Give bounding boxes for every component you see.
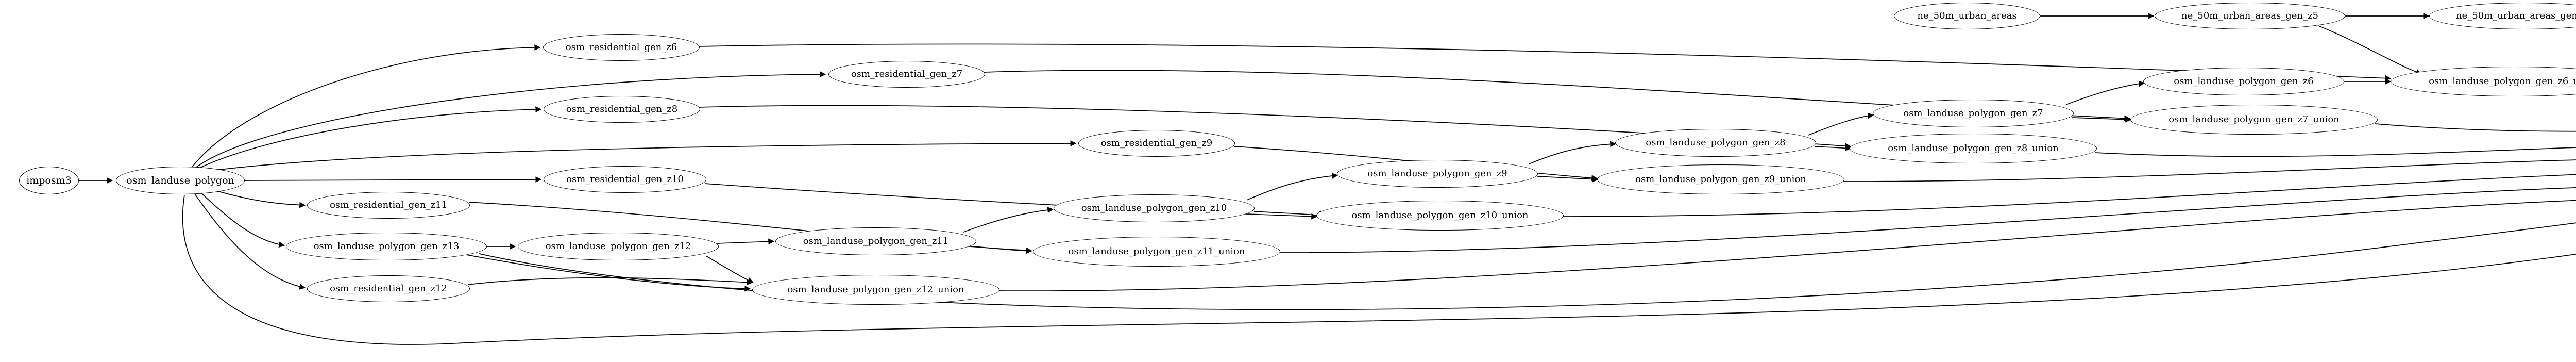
graph-node-osm-landuse-polygon-gen-z13[interactable]: osm_landuse_polygon_gen_z13 (286, 233, 487, 260)
graph-node-ne-50m-urban-areas-gen-z5[interactable]: ne_50m_urban_areas_gen_z5 (2155, 3, 2345, 29)
graph-node-osm-residential-gen-z7[interactable]: osm_residential_gen_z7 (828, 61, 985, 88)
graph-edge (698, 43, 2392, 81)
graph-edge (199, 140, 1077, 173)
graph-edge (998, 200, 2576, 291)
graph-node-label: osm_landuse_polygon_gen_z7_union (2168, 114, 2340, 125)
graph-node-osm-landuse-polygon-gen-z8-union[interactable]: osm_landuse_polygon_gen_z8_union (1850, 134, 2097, 163)
graph-edge (216, 190, 306, 208)
graph-node-osm-residential-gen-z6[interactable]: osm_residential_gen_z6 (543, 34, 700, 61)
graph-edge (245, 176, 542, 183)
graph-node-osm-landuse-polygon-gen-z10[interactable]: osm_landuse_polygon_gen_z10 (1054, 194, 1255, 222)
graph-edge (1529, 141, 1617, 164)
graph-node-osm-residential-gen-z8[interactable]: osm_residential_gen_z8 (544, 96, 700, 123)
graph-node-label: osm_landuse_polygon_gen_z8_union (1888, 143, 2059, 154)
graph-node-imposm3[interactable]: imposm3 (19, 167, 79, 194)
graph-edge (467, 277, 753, 286)
graph-edge (974, 246, 1032, 254)
graph-node-osm-landuse-polygon-gen-z7[interactable]: osm_landuse_polygon_gen_z7 (1873, 100, 2074, 127)
graph-edge (1246, 173, 1338, 201)
graph-edge (1278, 187, 2576, 253)
graph-node-label: osm_residential_gen_z8 (566, 104, 678, 114)
graph-edge (182, 194, 2576, 345)
graph-node-ne-50m-urban-areas[interactable]: ne_50m_urban_areas (1894, 3, 2040, 29)
graph-edge (200, 192, 285, 248)
graph-node-label: osm_residential_gen_z9 (1100, 138, 1213, 149)
graph-node-label: imposm3 (26, 174, 72, 186)
graph-node-label: osm_landuse_polygon_gen_z12 (545, 241, 691, 252)
graph-node-label: osm_landuse_polygon_gen_z13 (313, 241, 460, 252)
graph-edge (717, 238, 775, 245)
graph-node-osm-landuse-polygon-gen-z9[interactable]: osm_landuse_polygon_gen_z9 (1337, 160, 1538, 188)
graph-node-label: osm_residential_gen_z10 (566, 174, 684, 185)
graph-node-label: osm_landuse_polygon_gen_z6_union (2429, 76, 2576, 87)
graph-node-label: osm_landuse_polygon_gen_z12_union (787, 284, 964, 295)
graph-edge (1808, 112, 1874, 136)
graph-node-osm-landuse-polygon-gen-z12[interactable]: osm_landuse_polygon_gen_z12 (518, 233, 719, 260)
graph-node-osm-residential-gen-z11[interactable]: osm_residential_gen_z11 (307, 192, 470, 219)
graph-node-osm-landuse-polygon-gen-z9-union[interactable]: osm_landuse_polygon_gen_z9_union (1597, 164, 1844, 194)
graph-node-label: osm_landuse_polygon_gen_z8 (1646, 137, 1786, 148)
graph-edge (2065, 80, 2145, 105)
graph-node-label: osm_landuse_polygon_gen_z10_union (1351, 210, 1529, 221)
graph-node-label: osm_landuse_polygon_gen_z11 (803, 236, 949, 246)
graph-node-label: osm_landuse_polygon (126, 174, 234, 186)
graph-node-label: osm_residential_gen_z11 (330, 200, 447, 210)
graph-node-osm-landuse-polygon-gen-z11-union[interactable]: osm_landuse_polygon_gen_z11_union (1033, 237, 1280, 267)
graph-edge (1814, 145, 1852, 152)
graph-node-label: osm_landuse_polygon_gen_z9_union (1635, 174, 1806, 185)
graph-node-label: osm_landuse_polygon_gen_z9 (1367, 168, 1507, 179)
graph-edge (1843, 159, 2576, 182)
graph-node-label: osm_residential_gen_z6 (565, 42, 677, 53)
graph-node-label: ne_50m_urban_areas_gen_z4 (2456, 10, 2576, 21)
graph-node-label: osm_landuse_polygon_gen_z11_union (1068, 246, 1245, 257)
graph-node-osm-landuse-polygon-gen-z11[interactable]: osm_landuse_polygon_gen_z11 (775, 227, 976, 255)
graph-edge (2318, 25, 2422, 75)
graph-edge (2375, 123, 2576, 132)
graph-edge (705, 255, 754, 283)
graph-node-label: ne_50m_urban_areas (1917, 10, 2017, 21)
graph-edge (194, 193, 306, 290)
graph-edge (963, 207, 1054, 233)
graph-node-ne-50m-urban-areas-gen-z4[interactable]: ne_50m_urban_areas_gen_z4 (2429, 3, 2576, 29)
graph-node-osm-landuse-polygon-gen-z8[interactable]: osm_landuse_polygon_gen_z8 (1615, 129, 1816, 157)
graph-node-label: osm_landuse_polygon_gen_z10 (1081, 203, 1227, 213)
graph-node-label: osm_residential_gen_z7 (851, 69, 963, 79)
graph-edge (194, 106, 542, 171)
graph-node-label: osm_residential_gen_z12 (330, 283, 447, 294)
graph-edge (193, 71, 826, 170)
graph-edge (2094, 147, 2576, 157)
graph-edge (1563, 174, 2576, 217)
graph-node-osm-landuse-polygon-gen-z6[interactable]: osm_landuse_polygon_gen_z6 (2143, 68, 2344, 95)
graph-node-osm-landuse-polygon[interactable]: osm_landuse_polygon (116, 167, 245, 194)
graph-node-label: osm_landuse_polygon_gen_z7 (1903, 108, 2043, 119)
graph-node-osm-landuse-polygon-gen-z12-union[interactable]: osm_landuse_polygon_gen_z12_union (752, 275, 999, 305)
graph-node-osm-landuse-polygon-gen-z7-union[interactable]: osm_landuse_polygon_gen_z7_union (2130, 105, 2378, 135)
graph-node-label: osm_landuse_polygon_gen_z6 (2174, 76, 2314, 87)
graph-node-label: ne_50m_urban_areas_gen_z5 (2181, 10, 2318, 21)
graph-node-osm-residential-gen-z12[interactable]: osm_residential_gen_z12 (307, 275, 470, 302)
graph-node-osm-landuse-polygon-gen-z10-union[interactable]: osm_landuse_polygon_gen_z10_union (1316, 201, 1564, 231)
graph-edge (191, 44, 541, 168)
graph-node-osm-residential-gen-z9[interactable]: osm_residential_gen_z9 (1078, 130, 1235, 157)
graph-node-osm-residential-gen-z10[interactable]: osm_residential_gen_z10 (544, 166, 706, 193)
